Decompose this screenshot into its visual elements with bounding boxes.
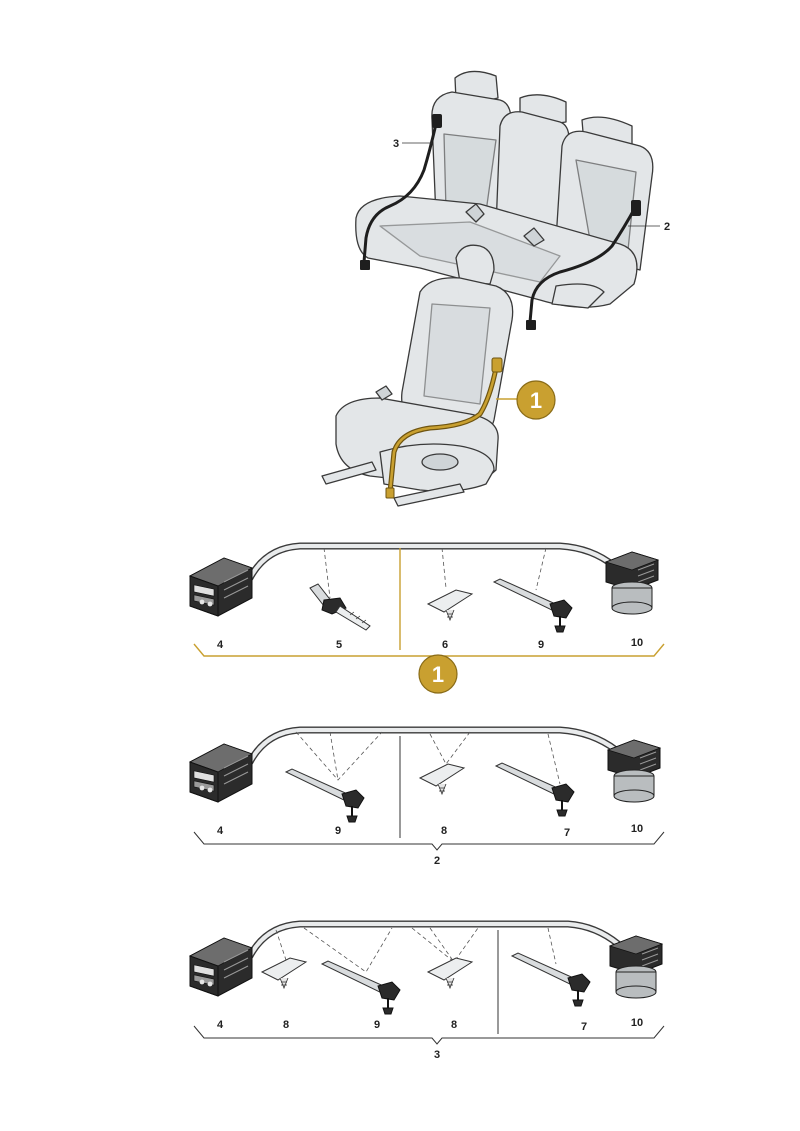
cable-tie-icon <box>493 578 573 633</box>
front-seat <box>321 244 514 507</box>
part-label: 10 <box>631 823 643 835</box>
label-harness-2: 2 <box>664 221 670 233</box>
part-label: 5 <box>336 639 342 651</box>
callout-badge <box>516 380 556 420</box>
part-label: 10 <box>631 1017 643 1029</box>
part-label: 7 <box>564 827 570 839</box>
connector-plug-icon <box>189 743 253 803</box>
label-harness-3: 3 <box>393 138 399 150</box>
harness-group-2: 4 9 8 7 10 2 <box>189 726 665 867</box>
push-clip-icon <box>427 589 473 621</box>
cable-tie-icon <box>511 952 591 1007</box>
part-label: 9 <box>374 1019 380 1031</box>
push-clip-icon <box>419 763 465 795</box>
part-label: 4 <box>217 639 224 651</box>
cable-tie-icon <box>285 768 365 823</box>
part-label: 7 <box>581 1021 587 1033</box>
part-label: 9 <box>538 639 544 651</box>
harness-group-1: 4 5 6 9 10 1 <box>189 542 665 694</box>
round-connector-icon <box>607 739 661 803</box>
harness-group-3: 4 8 9 8 7 10 3 <box>189 920 665 1061</box>
group-2-title: 2 <box>434 855 440 867</box>
cable-tie-icon <box>495 762 575 817</box>
connector-plug-icon <box>189 557 253 617</box>
group-callout-badge <box>418 654 458 694</box>
cable-tie-icon <box>321 960 401 1015</box>
part-label: 10 <box>631 637 643 649</box>
part-label: 8 <box>451 1019 457 1031</box>
rear-bench <box>355 70 654 309</box>
part-label: 4 <box>217 1019 224 1031</box>
part-label: 6 <box>442 639 448 651</box>
part-label: 9 <box>335 825 341 837</box>
expanding-rivet-clip-icon <box>309 583 371 631</box>
push-clip-icon <box>427 957 473 989</box>
round-connector-icon <box>605 551 659 615</box>
group-3-title: 3 <box>434 1049 440 1061</box>
push-clip-icon <box>261 957 307 989</box>
connector-plug-icon <box>189 937 253 997</box>
round-connector-icon <box>609 935 663 999</box>
callout-1: 1 <box>530 388 542 413</box>
part-label: 8 <box>283 1019 289 1031</box>
group-1-title: 1 <box>432 662 444 687</box>
seat-illustration: 3 2 1 <box>321 70 670 507</box>
part-label: 4 <box>217 825 224 837</box>
part-label: 8 <box>441 825 447 837</box>
